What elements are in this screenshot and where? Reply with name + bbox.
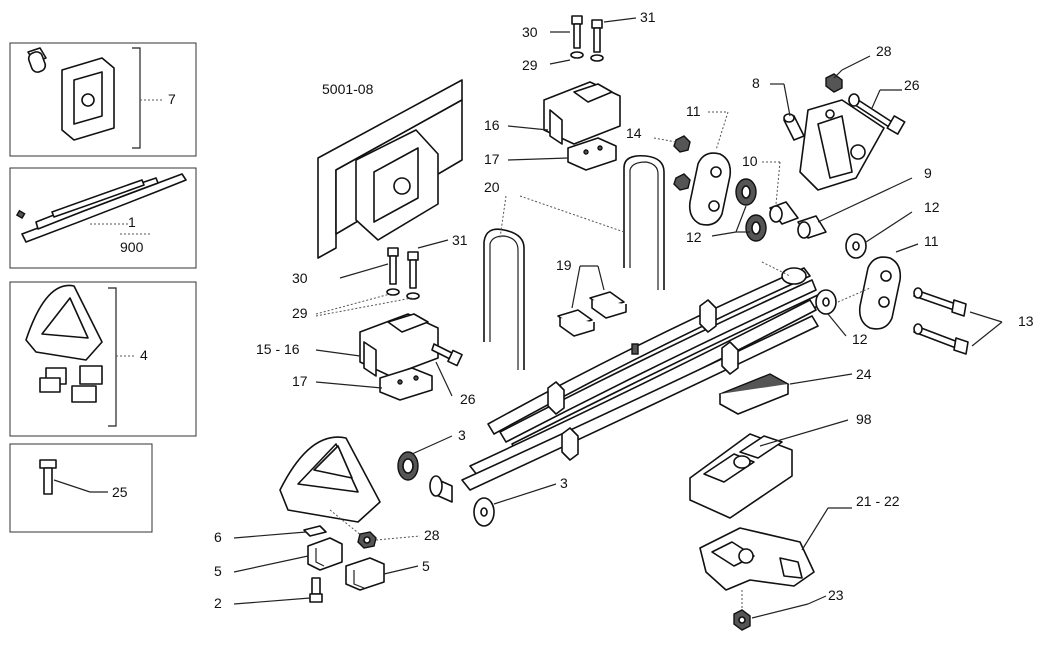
callout-98: 98 — [856, 411, 872, 427]
callout-7: 7 — [168, 91, 176, 107]
block-5-left-icon — [307, 537, 343, 571]
block-5-right-icon — [345, 557, 385, 591]
front-hanger-bracket-icon — [279, 436, 381, 523]
callout-21-22: 21 - 22 — [856, 493, 900, 509]
callout-6: 6 — [214, 529, 222, 545]
spring-seat-bracket-21-22-icon — [699, 527, 815, 591]
callout-11-upper: 11 — [686, 103, 701, 119]
callout-29-lower: 29 — [292, 305, 308, 321]
inset-box-4: 4 — [9, 281, 197, 437]
callout-1: 1 — [128, 214, 136, 230]
callout-29-top: 29 — [522, 57, 538, 73]
callout-16-top: 16 — [484, 117, 500, 133]
shackle-plate-11-upper-icon — [688, 152, 732, 226]
bolts-13-icon — [913, 287, 969, 355]
bolt-2-icon — [309, 577, 323, 603]
callout-19: 19 — [556, 257, 572, 273]
spacer-6-icon — [303, 525, 327, 537]
pad-19-icon — [557, 291, 627, 337]
nut-28-upper-icon — [825, 73, 843, 93]
callout-5-left: 5 — [214, 563, 222, 579]
callout-10: 10 — [742, 153, 758, 169]
callout-26-upper: 26 — [904, 77, 920, 93]
callout-12-lower: 12 — [852, 331, 868, 347]
pad-24-icon — [718, 373, 790, 415]
callout-4: 4 — [140, 347, 148, 363]
callout-9: 9 — [924, 165, 932, 181]
nut-28-lower-icon — [357, 531, 377, 549]
pad-17-lower-icon — [379, 367, 433, 401]
callout-12-right: 12 — [924, 199, 940, 215]
callout-15-16: 15 - 16 — [256, 341, 300, 357]
bracket-part-icon — [27, 47, 115, 141]
callout-23: 23 — [828, 587, 844, 603]
callout-25: 25 — [112, 484, 128, 500]
callout-28-upper: 28 — [876, 43, 892, 59]
u-bolt-right-icon — [623, 154, 665, 290]
callout-14: 14 — [626, 125, 642, 141]
bolt-icon — [39, 459, 57, 495]
bushing-3-icon — [397, 451, 495, 527]
shackle-plate-11-lower-icon — [858, 256, 902, 330]
leaf-spring-main-icon — [461, 267, 823, 491]
callout-5-right: 5 — [422, 558, 430, 574]
bolt-26-upper-icon — [848, 93, 906, 135]
pad-17-top-icon — [567, 137, 617, 171]
bolt-30-lower-icon — [386, 247, 420, 300]
saddle-15-16-lower-icon — [359, 313, 439, 377]
callout-3-lower: 3 — [560, 475, 568, 491]
saddle-16-top-icon — [543, 81, 621, 145]
rear-hanger-bracket-icon — [799, 99, 885, 191]
inset-box-7: 7 — [9, 42, 197, 157]
washer-12-lower-icon — [815, 289, 837, 315]
bushings-10-icon — [769, 201, 827, 239]
callout-17-top: 17 — [484, 151, 500, 167]
callout-31-lower: 31 — [452, 232, 468, 248]
drawing-code: 5001-08 — [322, 81, 374, 97]
washers-12-upper-icon — [735, 178, 767, 242]
callout-20: 20 — [484, 179, 500, 195]
callout-28-lower: 28 — [424, 527, 440, 543]
callout-12-upper: 12 — [686, 229, 702, 245]
callout-24: 24 — [856, 366, 872, 382]
inset-box-1-900: 1 900 — [9, 167, 197, 269]
callout-8: 8 — [752, 75, 760, 91]
nuts-14-icon — [673, 135, 691, 191]
bolt-26-lower-icon — [431, 343, 463, 367]
nut-23-icon — [733, 609, 751, 631]
u-bolt-left-icon — [483, 228, 525, 370]
leaf-spring-thumbnail-icon — [15, 173, 187, 243]
callout-17-lower: 17 — [292, 373, 308, 389]
callout-11-lower: 11 — [924, 233, 939, 249]
callout-30-top: 30 — [522, 24, 538, 40]
frame-rail-icon — [317, 79, 463, 259]
callout-2: 2 — [214, 595, 222, 611]
washer-12-right-icon — [845, 233, 867, 259]
bolt-30-top-icon — [570, 15, 604, 62]
callout-900: 900 — [120, 239, 144, 255]
callout-3-upper: 3 — [458, 427, 466, 443]
callout-13: 13 — [1018, 313, 1034, 329]
plate-98-icon — [689, 433, 793, 519]
callout-30-lower: 30 — [292, 270, 308, 286]
callout-31-top: 31 — [640, 9, 656, 25]
callout-26-lower: 26 — [460, 391, 476, 407]
pin-8-icon — [783, 113, 805, 141]
hanger-part-icon — [25, 284, 103, 403]
inset-box-25: 25 — [9, 443, 153, 533]
